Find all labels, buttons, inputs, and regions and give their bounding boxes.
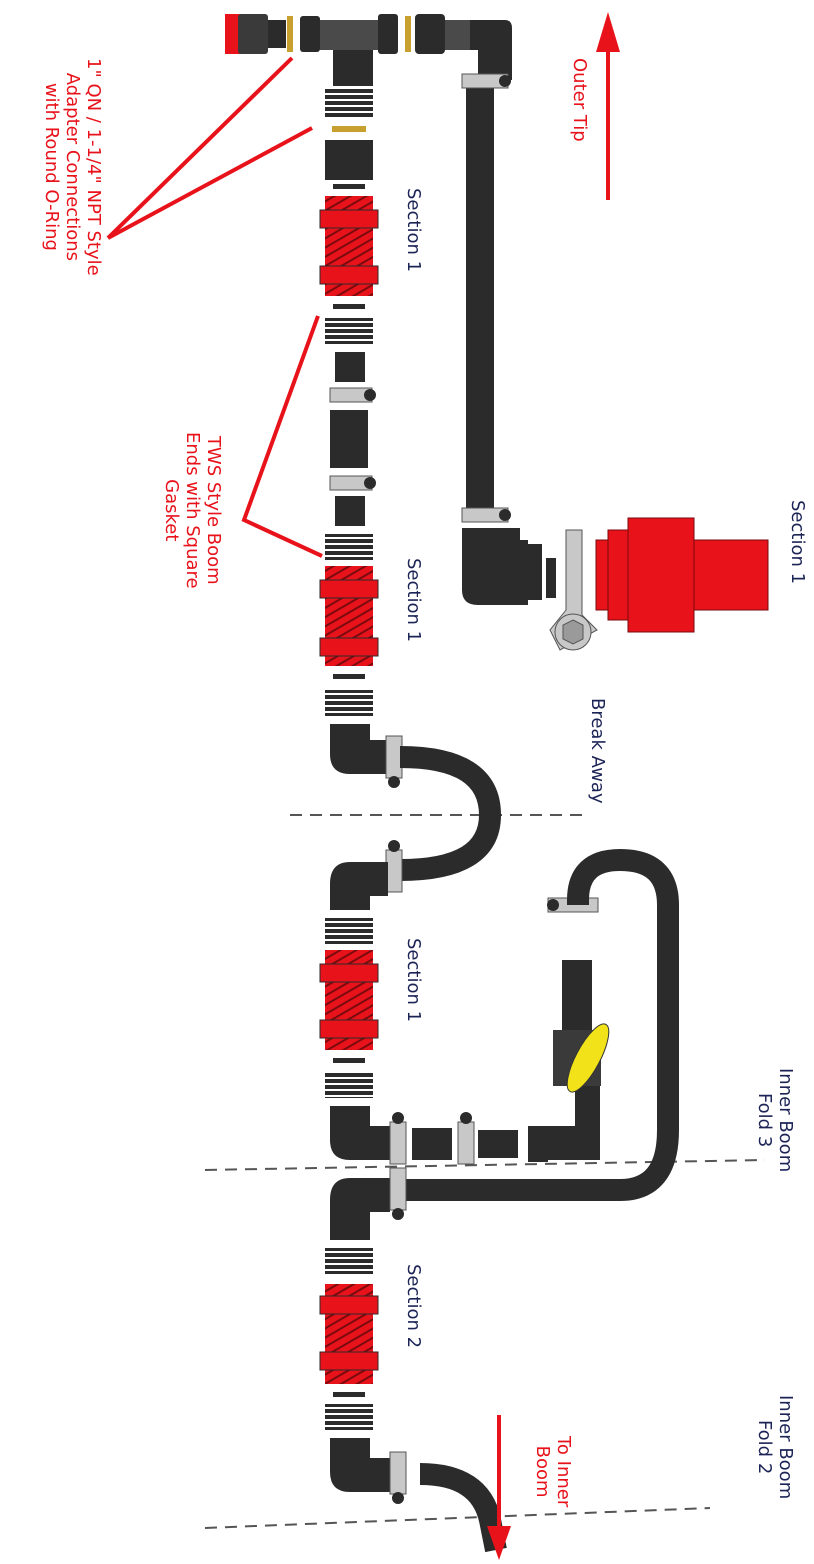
to-inner-boom-line-1: To Inner [553,1436,574,1507]
section-valve-right [550,518,768,650]
break-away-hose [400,757,490,870]
tws-ends-callout: TWS Style Boom Ends with Square Gasket [161,432,224,589]
main-line-bottom [320,1168,406,1504]
inner-fold-3-label: Inner Boom Fold 3 [754,1068,796,1172]
inner-fold-3-line-2: Fold 3 [754,1068,775,1172]
section-label-a: Section 1 [403,188,424,272]
outer-tip-hose [462,74,556,605]
qn-adapter-callout: 1" QN / 1-1/4" NPT Style Adapter Connect… [41,58,104,276]
inner-fold-3-line [205,1160,765,1170]
section-label-b: Section 1 [403,558,424,642]
inner-fold-2-line [205,1508,710,1528]
tws-ends-line-2: Ends with Square [182,432,203,589]
break-away-label: Break Away [587,698,608,804]
section-label-d: Section 2 [403,1264,424,1348]
main-line-top [320,88,402,788]
inner-fold-2-line-2: Fold 2 [754,1395,775,1499]
section-label-c: Section 1 [403,938,424,1022]
section-label-right: Section 1 [787,500,808,584]
qn-adapter-line-2: Adapter Connections [62,58,83,276]
inner-fold-2-line-1: Inner Boom [775,1395,796,1499]
qn-adapter-line-3: with Round O-Ring [41,58,62,276]
outer-tip-label: Outer Tip [569,58,590,142]
qn-adapter-line-1: 1" QN / 1-1/4" NPT Style [83,58,104,276]
inner-fold-3-line-1: Inner Boom [775,1068,796,1172]
tws-ends-line-3: Gasket [161,432,182,589]
outer-tip-arrow [596,12,620,200]
to-inner-boom-hose [420,1474,496,1550]
to-inner-boom-line-2: Boom [532,1436,553,1507]
to-inner-boom-label: To Inner Boom [532,1436,574,1507]
tws-ends-line-1: TWS Style Boom [203,432,224,589]
fold-lines [205,815,765,1528]
inner-fold-2-label: Inner Boom Fold 2 [754,1395,796,1499]
